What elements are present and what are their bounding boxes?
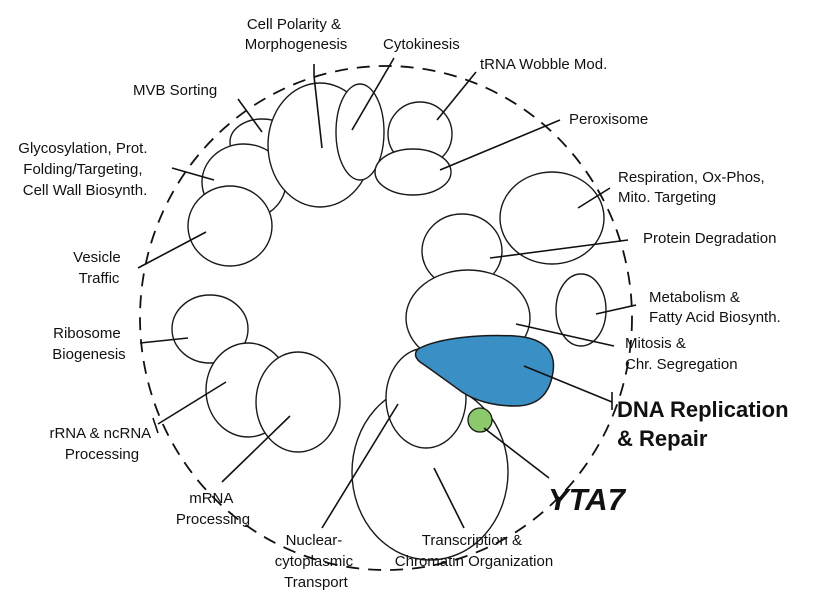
leader-mitosis xyxy=(515,323,615,347)
leader-cytokinesis xyxy=(351,57,395,131)
leader-mvb xyxy=(237,98,263,133)
leader-nuclear xyxy=(321,403,399,529)
cluster-group-bottom xyxy=(171,294,509,561)
label-nuclear-line-1: Nuclear- xyxy=(286,532,343,549)
labels: Cell Polarity & Morphogenesis Cytokinesi… xyxy=(18,16,795,591)
label-vesicle-line-2: Traffic xyxy=(79,270,120,287)
label-glycosylation-line-2: Folding/Targeting, xyxy=(23,161,142,178)
leader-mrna xyxy=(221,415,291,483)
leader-protein-degradation xyxy=(489,239,629,259)
label-rrna-line-2: Processing xyxy=(65,446,139,463)
leader-vesicle xyxy=(137,231,207,269)
label-mrna-line-1: mRNA xyxy=(189,490,233,507)
label-cell-polarity: Cell Polarity & Morphogenesis xyxy=(245,16,348,53)
label-glycosylation-line-3: Cell Wall Biosynth. xyxy=(23,182,147,199)
label-cell-polarity-line-2: Morphogenesis xyxy=(245,36,348,53)
cluster-blob-cytokinesis xyxy=(335,83,385,181)
label-mitosis: Mitosis & Chr. Segregation xyxy=(625,335,738,373)
label-dna-replication-line-2: & Repair xyxy=(617,426,708,451)
label-glycosylation: Glycosylation, Prot. Folding/Targeting, … xyxy=(18,140,151,199)
label-trna: tRNA Wobble Mod. xyxy=(480,56,607,73)
cluster-blob-mrna xyxy=(255,351,341,453)
label-transcription-line-2: Chromatin Organization xyxy=(395,553,553,570)
leader-trna xyxy=(436,71,477,121)
label-mrna: mRNA Processing xyxy=(176,490,250,528)
leader-peroxisome xyxy=(439,119,561,171)
label-metabolism-line-1: Metabolism & xyxy=(649,289,740,306)
label-rrna-line-1: rRNA & ncRNA xyxy=(49,425,151,442)
label-glycosylation-line-1: Glycosylation, Prot. xyxy=(18,140,147,157)
leader-metabolism xyxy=(595,304,637,315)
leader-glycosylation xyxy=(171,167,215,181)
label-ribosome: Ribosome Biogenesis xyxy=(52,325,125,363)
cluster-blob-dna-replication xyxy=(414,334,555,407)
cell-boundary-dashed-circle xyxy=(139,65,633,571)
leader-yta7 xyxy=(483,427,550,479)
label-rrna: rRNA & ncRNA Processing xyxy=(49,425,154,463)
label-mvb-line-1: MVB Sorting xyxy=(133,82,217,99)
label-vesicle: Vesicle Traffic xyxy=(73,249,125,287)
leader-ribosome xyxy=(139,337,189,344)
label-respiration-line-2: Mito. Targeting xyxy=(618,189,716,206)
label-trna-line-1: tRNA Wobble Mod. xyxy=(480,56,607,73)
leader-dna-replication xyxy=(523,365,613,403)
cluster-blob-peroxisome xyxy=(374,148,452,196)
label-mitosis-line-1: Mitosis & xyxy=(625,335,686,352)
label-transcription: Transcription & Chromatin Organization xyxy=(395,532,553,570)
label-nuclear-line-3: Transport xyxy=(284,574,348,591)
label-ribosome-line-2: Biogenesis xyxy=(52,346,125,363)
label-yta7: YTA7 xyxy=(548,482,627,517)
leader-rrna xyxy=(157,381,227,425)
label-cytokinesis: Cytokinesis xyxy=(383,36,460,53)
cluster-blob-metabolism xyxy=(555,273,607,347)
label-peroxisome: Peroxisome xyxy=(569,111,648,128)
label-dna-replication: DNA Replication & Repair xyxy=(617,397,795,451)
leader-lines xyxy=(137,57,637,529)
label-peroxisome-line-1: Peroxisome xyxy=(569,111,648,128)
leader-cell-polarity xyxy=(313,75,323,149)
leader-transcription xyxy=(433,467,465,529)
label-vesicle-line-1: Vesicle xyxy=(73,249,121,266)
label-nuclear-line-2: cytoplasmic xyxy=(275,553,354,570)
cluster-group-top-left xyxy=(187,82,453,267)
label-metabolism: Metabolism & Fatty Acid Biosynth. xyxy=(649,289,781,326)
boundary-tick-left xyxy=(152,417,159,434)
cluster-blob-respiration xyxy=(499,171,605,265)
label-mvb: MVB Sorting xyxy=(133,82,217,99)
label-nuclear: Nuclear- cytoplasmic Transport xyxy=(275,532,358,591)
label-respiration-line-1: Respiration, Ox-Phos, xyxy=(618,169,765,186)
label-cytokinesis-line-1: Cytokinesis xyxy=(383,36,460,53)
label-mitosis-line-2: Chr. Segregation xyxy=(625,356,738,373)
yta7-node xyxy=(467,407,493,433)
cluster-blob-vesicle xyxy=(187,185,273,267)
label-transcription-line-1: Transcription & xyxy=(422,532,522,549)
label-mrna-line-2: Processing xyxy=(176,511,250,528)
label-yta7-line-1: YTA7 xyxy=(548,482,627,517)
label-respiration: Respiration, Ox-Phos, Mito. Targeting xyxy=(618,169,769,206)
label-ribosome-line-1: Ribosome xyxy=(53,325,121,342)
label-metabolism-line-2: Fatty Acid Biosynth. xyxy=(649,309,781,326)
cluster-blob-ribosome xyxy=(171,294,249,364)
leader-respiration xyxy=(577,187,611,209)
label-dna-replication-line-1: DNA Replication xyxy=(617,397,789,422)
label-protein-degradation: Protein Degradation xyxy=(643,230,776,247)
label-protein-degradation-line-1: Protein Degradation xyxy=(643,230,776,247)
label-cell-polarity-line-1: Cell Polarity & xyxy=(247,16,341,33)
